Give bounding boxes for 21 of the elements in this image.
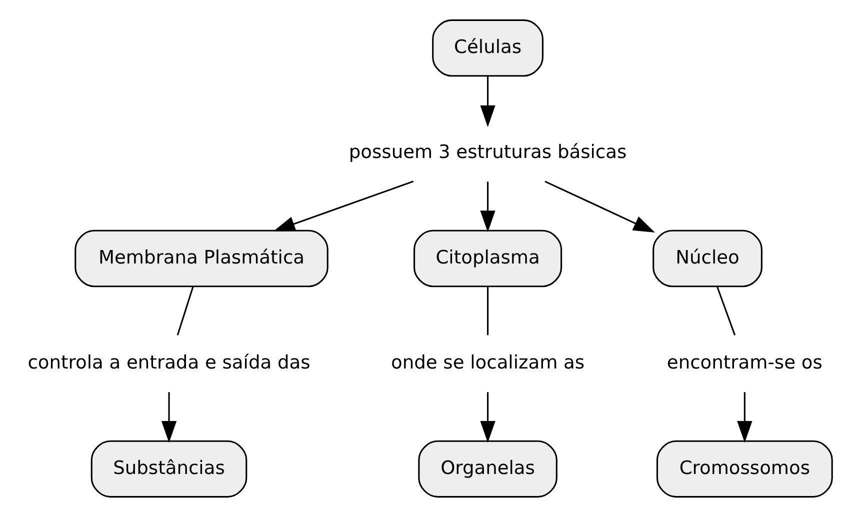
arrow (737, 392, 752, 443)
connector (487, 286, 489, 336)
node-box: Substâncias (90, 440, 248, 498)
node-text: encontram-se os (666, 352, 822, 374)
node-box: Células (432, 19, 544, 77)
arrow (480, 182, 496, 232)
connector (716, 286, 736, 336)
node-text: possuem 3 estruturas básicas (348, 142, 627, 164)
arrow (480, 392, 496, 443)
node-box: Cromossomos (656, 440, 833, 498)
arrow (273, 180, 414, 232)
node-text: controla a entrada e saída das (28, 352, 310, 374)
node-box: Organelas (418, 440, 558, 498)
node-box: Núcleo (652, 230, 762, 288)
node-box: Citoplasma (414, 230, 562, 288)
node-text: onde se localizam as (390, 352, 585, 374)
arrow (161, 392, 177, 443)
arrow (480, 76, 496, 128)
node-box: Membrana Plasmática (74, 230, 328, 288)
arrow (544, 180, 656, 233)
connector (176, 286, 194, 336)
